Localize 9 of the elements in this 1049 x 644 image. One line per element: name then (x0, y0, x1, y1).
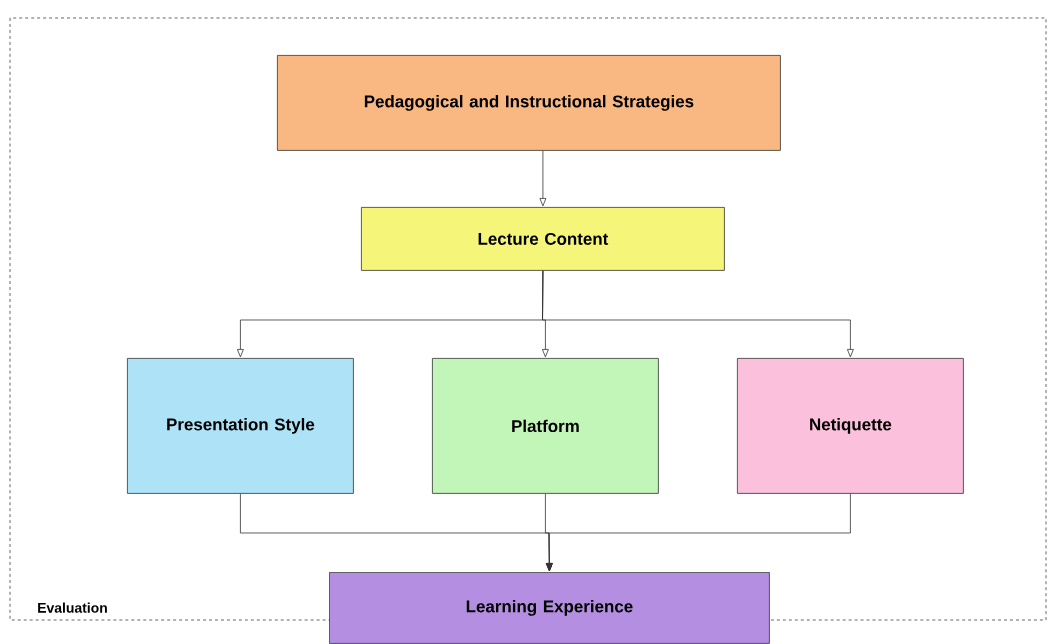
process-box: Platform (432, 358, 659, 494)
arrow (542, 270, 854, 358)
arrow (539, 150, 547, 207)
process-box: Presentation Style (127, 358, 354, 494)
process-box: Lecture Content (361, 207, 725, 271)
arrow (545, 493, 851, 572)
process-box: Pedagogical and Instructional Strategies (277, 55, 781, 151)
process-box: Netiquette (737, 358, 964, 494)
process-box: Learning Experience (329, 572, 770, 644)
